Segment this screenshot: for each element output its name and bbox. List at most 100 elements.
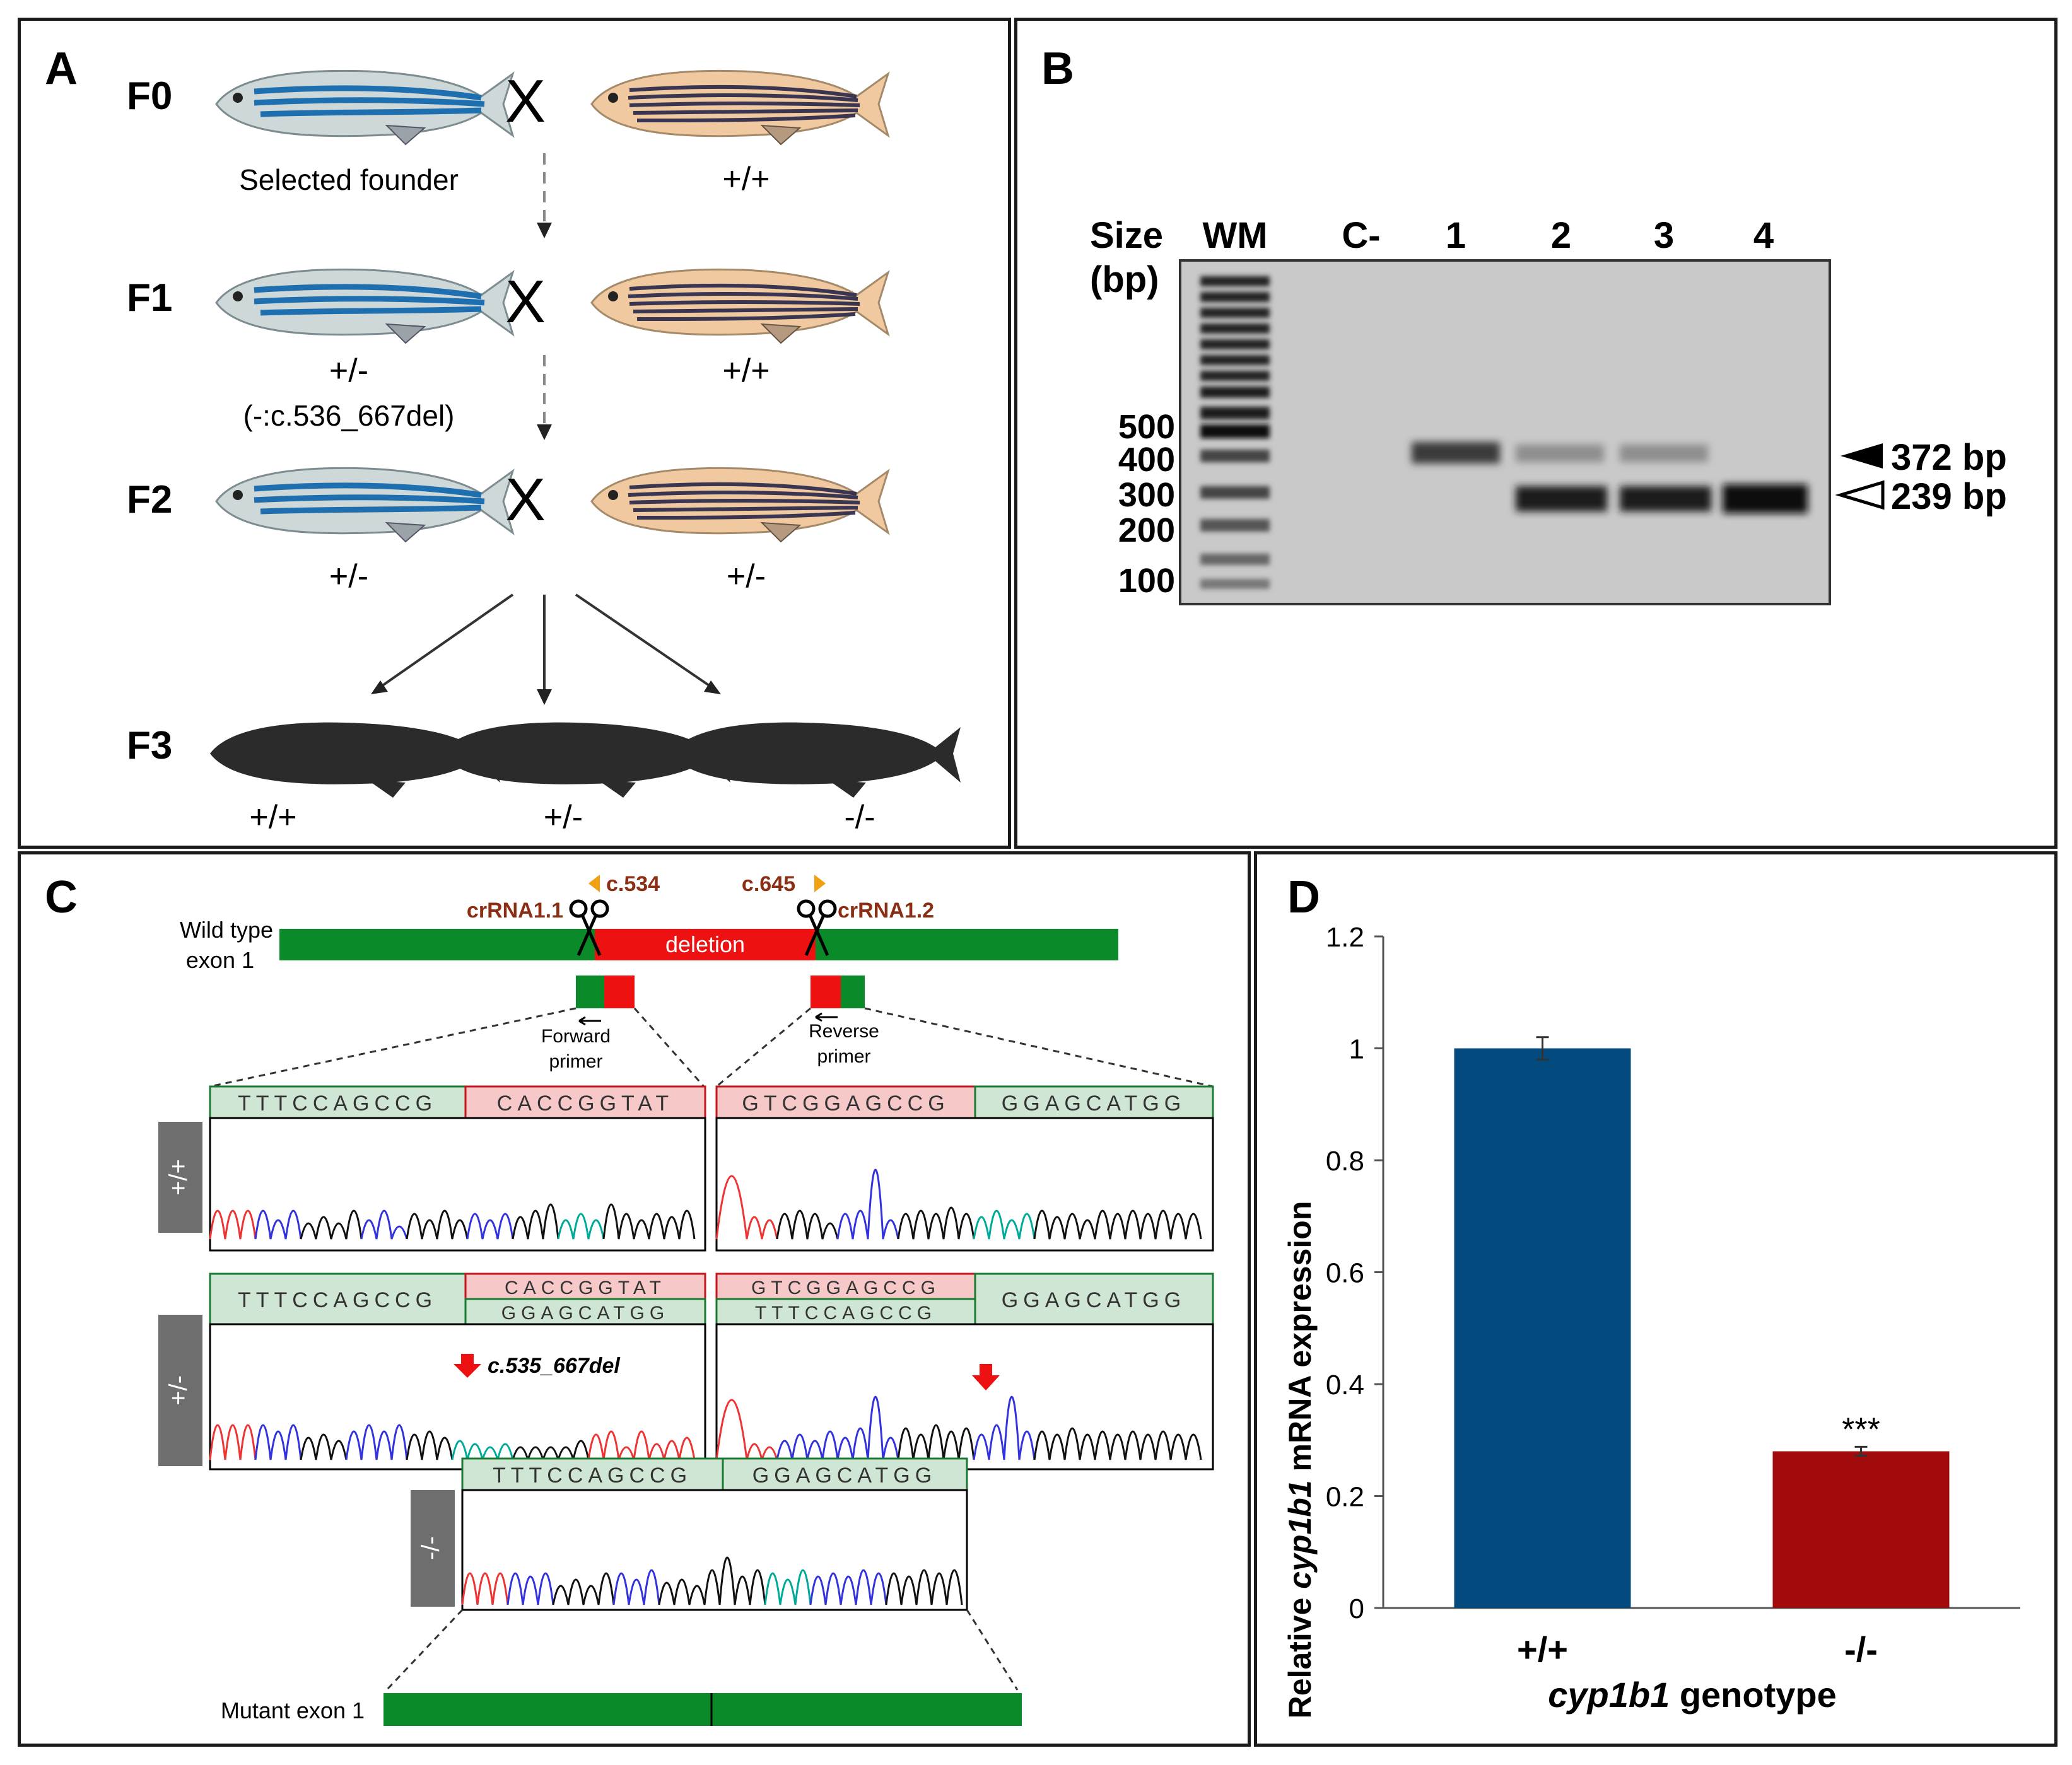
panel-b-label: B	[1041, 44, 1074, 94]
y-axis-label: Relative cyp1b1 mRNA expression	[1282, 1201, 1318, 1719]
band-lane2-239	[1516, 486, 1607, 511]
crrna-right-label: crRNA1.2	[838, 899, 934, 923]
gen-f1: F1	[127, 276, 172, 320]
panel-c-label: C	[45, 872, 78, 923]
exon-left-segment	[279, 929, 595, 960]
gen-f3: F3	[127, 724, 172, 767]
reverse-primer-label-1: Reverse	[809, 1021, 879, 1042]
ladder-400: 400	[1118, 441, 1175, 479]
fish-founder-icon	[216, 71, 513, 144]
band-lane3-239	[1620, 486, 1711, 511]
scissors-left-icon	[569, 899, 609, 957]
cross-f1: X	[505, 268, 546, 335]
panel-a: A F0 F1 F2 F3 X Selected founder +/+ X +…	[18, 18, 1011, 849]
genotype-tab-wt	[158, 1122, 202, 1233]
caption-f0-right: +/+	[722, 161, 770, 197]
seq-ko-left: TTTCCAGCCG	[493, 1464, 692, 1488]
seq-het-right-red: GTCGGAGCCG	[751, 1278, 940, 1298]
genotype-label-ko: -/-	[417, 1536, 445, 1560]
gen-f0: F0	[127, 74, 172, 118]
mutation-arrow-left-icon	[454, 1354, 481, 1378]
fish-wildtype-icon	[592, 71, 888, 144]
seq-ko-right: GGAGCATGG	[752, 1464, 937, 1488]
band-lane3-372	[1620, 445, 1708, 462]
caption-f3-ko: -/-	[844, 799, 875, 836]
lane-label-3: 3	[1654, 215, 1674, 256]
deletion-segment	[595, 929, 816, 960]
reverse-primer-label-2: primer	[817, 1046, 870, 1067]
panel-d-chart: D 00.20.40.60.811.2 +/+-/-*** Relative c…	[1282, 872, 2020, 1719]
caption-f3-wt: +/+	[249, 799, 296, 836]
ladder-bands	[1200, 276, 1270, 589]
cut-left-arrow-icon	[588, 875, 600, 892]
seq-het-right-green: GGAGCATGG	[1002, 1288, 1186, 1312]
deletion-label: deletion	[665, 931, 745, 957]
seq-het-left-green: TTTCCAGCCG	[238, 1288, 437, 1312]
panel-b: B Size (bp) WM C- 1 2 3 4	[1014, 18, 2057, 849]
caption-f1-right: +/+	[722, 352, 770, 389]
significance-marker: ***	[1842, 1411, 1880, 1448]
chart-axes: 00.20.40.60.811.2	[1326, 922, 2020, 1624]
bar-knockout	[1772, 1451, 1950, 1608]
crrna-left-label: crRNA1.1	[467, 899, 563, 923]
seq-wt-right-green: GGAGCATGG	[1002, 1092, 1186, 1116]
mutant-exon-label: Mutant exon 1	[221, 1698, 365, 1723]
ladder-100: 100	[1118, 562, 1175, 600]
caption-f2-left: +/-	[329, 558, 368, 595]
y-tick-label: 0.2	[1326, 1482, 1364, 1513]
panel-d-label: D	[1287, 872, 1320, 923]
fish-f3-ko-icon	[670, 722, 961, 798]
x-tick-label: +/+	[1517, 1629, 1568, 1669]
ladder-300: 300	[1118, 476, 1175, 514]
ladder-500: 500	[1118, 408, 1175, 446]
band-lane1-372	[1412, 442, 1500, 463]
y-tick-label: 0.6	[1326, 1258, 1364, 1289]
seq-wt-left-red: CACCGGTAT	[497, 1092, 674, 1116]
exon-right-segment	[816, 929, 1118, 960]
panel-c: C Wild type exon 1 deletion crRNA1.1 crR…	[18, 851, 1251, 1747]
caption-f3-het: +/-	[544, 799, 583, 836]
caption-f2-right: +/-	[727, 558, 766, 595]
size-unit-label: (bp)	[1090, 259, 1159, 300]
x-tick-label: -/-	[1844, 1629, 1878, 1669]
panel-c-figure: C Wild type exon 1 deletion crRNA1.1 crR…	[45, 872, 1214, 1726]
band-lane4-239	[1723, 484, 1808, 513]
cut-left-label: c.534	[606, 872, 660, 896]
x-axis-label: cyp1b1 genotype	[1548, 1675, 1836, 1715]
cut-right-arrow-icon	[814, 875, 826, 892]
mutation-label: c.535_667del	[488, 1354, 621, 1378]
caption-f0-left: Selected founder	[239, 163, 459, 196]
forward-primer-arrow-icon	[578, 1016, 601, 1026]
lane-label-2: 2	[1551, 215, 1571, 256]
ladder-200: 200	[1118, 511, 1175, 549]
fish-f1-wt-icon	[592, 269, 888, 343]
seq-het-right-bottom: TTTCCAGCCG	[755, 1303, 937, 1324]
mutation-arrow-right-icon	[972, 1364, 1000, 1390]
sample-bands	[1412, 442, 1808, 513]
fish-f2-het-right-icon	[592, 468, 888, 542]
lane-label-neg-control: C-	[1342, 215, 1380, 256]
band-372-label: 372 bp	[1891, 437, 2007, 478]
band-239-label: 239 bp	[1891, 476, 2007, 517]
panel-a-label: A	[45, 44, 78, 94]
y-tick-label: 1	[1349, 1034, 1364, 1065]
filled-triangle-icon	[1841, 443, 1883, 469]
mutant-exon-bar	[383, 1693, 1022, 1726]
genotype-tab-het	[158, 1315, 202, 1466]
open-triangle-icon	[1835, 480, 1885, 510]
y-tick-label: 1.2	[1326, 922, 1364, 953]
caption-f1-left: +/-	[329, 352, 368, 389]
forward-primer-label-1: Forward	[541, 1026, 611, 1047]
band-lane2-372	[1516, 445, 1604, 462]
seq-het-left-red: CACCGGTAT	[505, 1278, 666, 1298]
seq-wt-left-green: TTTCCAGCCG	[238, 1092, 437, 1116]
y-tick-label: 0.4	[1326, 1370, 1364, 1401]
fish-f1-het-icon	[216, 269, 513, 343]
y-tick-label: 0.8	[1326, 1146, 1364, 1177]
panel-b-figure: B Size (bp) WM C- 1 2 3 4	[1041, 44, 2007, 605]
genotype-label-het: +/-	[165, 1375, 192, 1406]
lane-label-wm: WM	[1202, 215, 1267, 256]
wildtype-exon-label-2: exon 1	[186, 947, 254, 973]
cross-f2: X	[505, 466, 546, 533]
